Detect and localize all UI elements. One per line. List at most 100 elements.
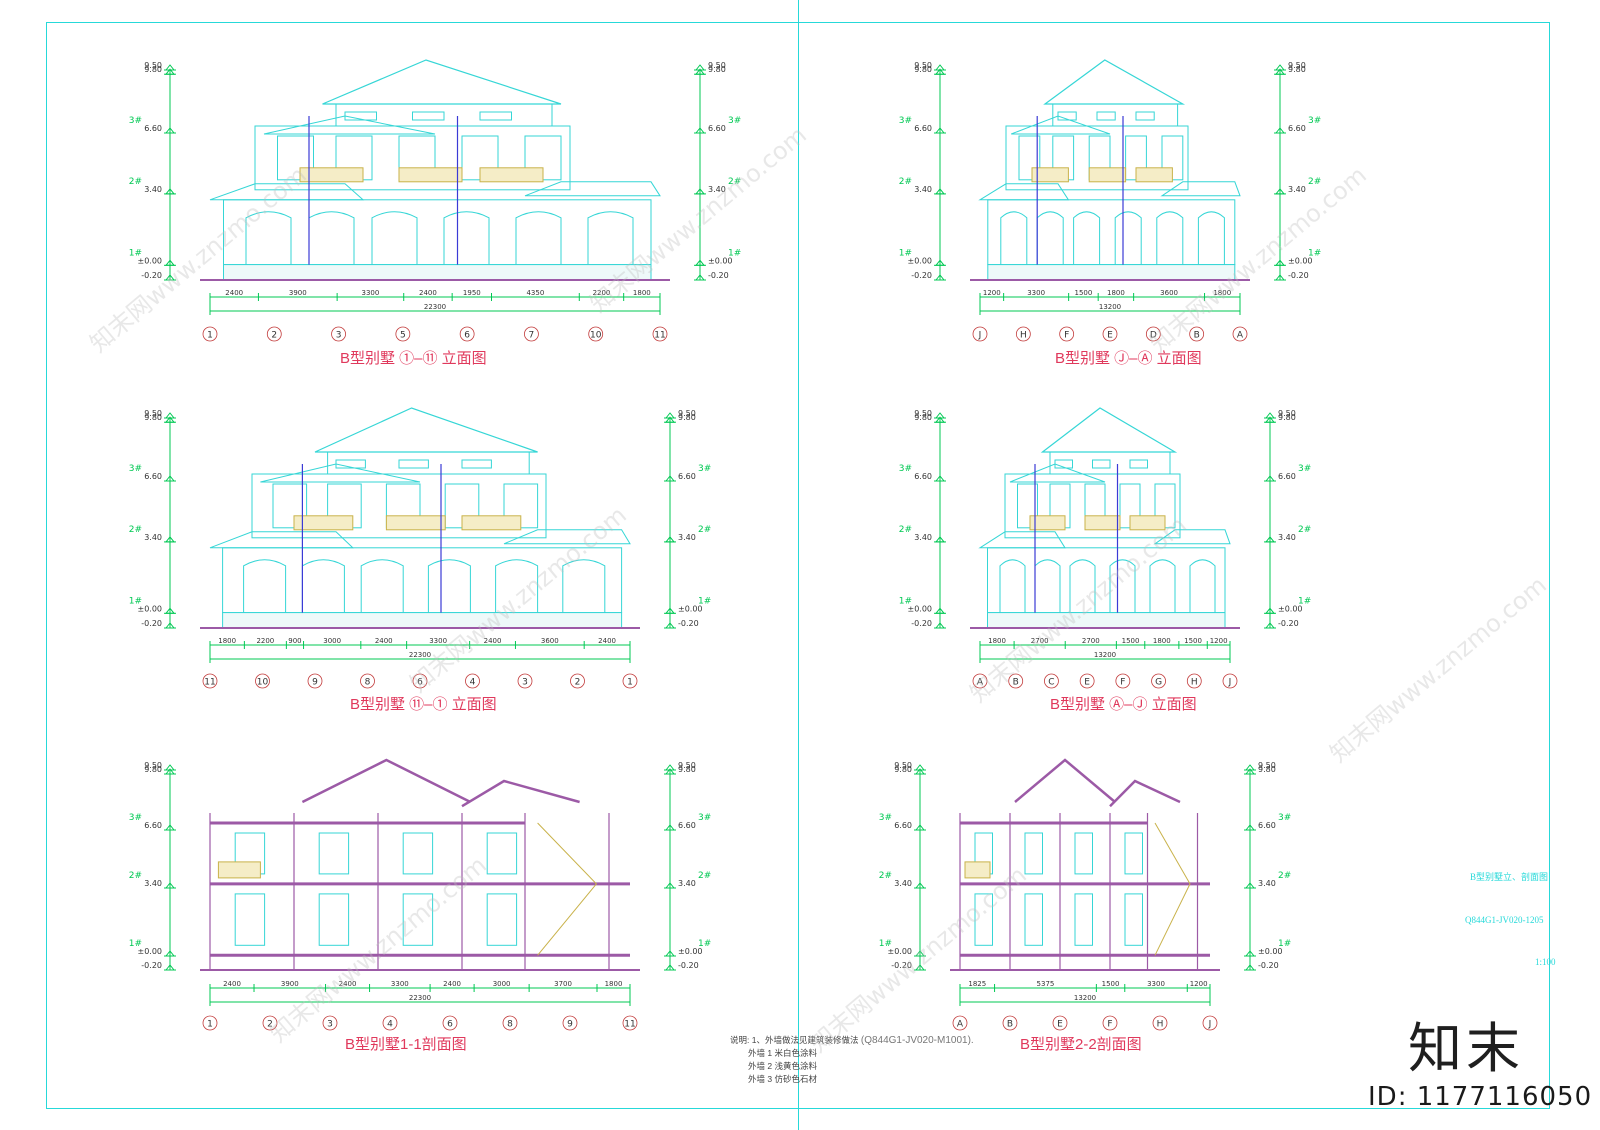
titleblock-drawing-name: B型别墅立、剖面图 xyxy=(1470,872,1549,882)
axis-bubble xyxy=(382,1015,398,1031)
axis-bubble xyxy=(360,673,375,689)
axis-label-p1: 6 xyxy=(464,331,470,341)
level-marker xyxy=(164,259,176,266)
level-label: 6.60 xyxy=(914,124,932,133)
axis-bubble xyxy=(255,673,270,689)
second-floor-wall xyxy=(1004,473,1181,539)
level-label: 9.80 xyxy=(914,413,932,422)
level-marker xyxy=(164,607,176,614)
plinth xyxy=(222,612,623,629)
axis-bubble xyxy=(952,1015,968,1031)
arched-opening xyxy=(999,559,1026,613)
level-label: 3.40 xyxy=(144,185,162,194)
level-marker xyxy=(164,824,176,831)
notes-wall2: 外墙 2 浅黄色涂料 xyxy=(748,1061,817,1071)
level-marker xyxy=(164,950,176,957)
dimension-value: 1800 xyxy=(988,637,1006,645)
level-label: ±0.00 xyxy=(1258,947,1283,956)
garage-roof xyxy=(1160,181,1241,197)
level-marker xyxy=(914,950,926,957)
floor-label: 1# xyxy=(129,939,142,949)
dimension-value: 5375 xyxy=(1037,980,1055,988)
level-label: 3.40 xyxy=(144,879,162,888)
main-roof xyxy=(322,59,562,105)
panel-title-elevation-a-j: B型别墅 Ⓐ–Ⓙ 立面图 xyxy=(1050,696,1197,713)
axis-bubble xyxy=(395,326,411,342)
level-label: 6.60 xyxy=(708,124,726,133)
dimension-value: 2700 xyxy=(1031,637,1049,645)
notes-wall1: 外墙 1 米白色涂料 xyxy=(748,1048,817,1058)
level-marker xyxy=(914,824,926,831)
resource-id: ID: 1177116050 xyxy=(1368,1082,1593,1112)
level-label: 3.40 xyxy=(678,879,696,888)
dimension-total: 13200 xyxy=(1099,303,1121,311)
dimension-value: 1800 xyxy=(1107,289,1125,297)
dimension-value: 1200 xyxy=(1190,980,1208,988)
dimension-value: 3000 xyxy=(493,980,511,988)
axis-bubble xyxy=(1015,326,1031,342)
axis-bubble xyxy=(1189,326,1205,342)
axis-label-p6: F xyxy=(1107,1020,1112,1030)
axis-bubble xyxy=(562,1015,578,1031)
level-label: 9.80 xyxy=(144,65,162,74)
level-marker xyxy=(934,274,946,281)
level-marker xyxy=(914,964,926,971)
dimension-value: 3300 xyxy=(362,289,380,297)
dimension-total: 13200 xyxy=(1074,994,1096,1002)
level-marker xyxy=(664,416,676,423)
level-marker xyxy=(914,768,926,775)
dimension-value: 2200 xyxy=(593,289,611,297)
dimension-value: 1800 xyxy=(218,637,236,645)
floor-label: 2# xyxy=(129,177,142,187)
window xyxy=(402,893,434,946)
section-roof-right xyxy=(461,779,580,808)
axis-bubble xyxy=(972,326,988,342)
axis-label-p3: 8 xyxy=(365,678,371,688)
axis-label-p5: 9 xyxy=(567,1020,573,1030)
window xyxy=(1124,893,1143,946)
axis-label-p1: 3 xyxy=(336,331,342,341)
axis-label-p1: 11 xyxy=(654,331,665,341)
dimension-value: 1500 xyxy=(1074,289,1092,297)
general-notes: 说明: 1、外墙做法见建筑装修做法 (Q844G1-JV020-M1001). … xyxy=(730,1034,974,1086)
dimension-value: 2400 xyxy=(375,637,393,645)
axis-label-p4: J xyxy=(1228,678,1232,688)
balcony-railing xyxy=(964,861,991,879)
balcony-railing xyxy=(385,515,446,531)
floor-label: 2# xyxy=(698,871,711,881)
floor-label: 2# xyxy=(129,871,142,881)
level-label: ±0.00 xyxy=(907,256,932,265)
axis-bubble xyxy=(465,673,480,689)
level-marker xyxy=(934,188,946,195)
level-marker xyxy=(164,764,176,771)
floor-label: 2# xyxy=(698,525,711,535)
axis-label-p6: E xyxy=(1057,1020,1063,1030)
axis-bubble xyxy=(442,1015,458,1031)
notes-prefix: 说明: xyxy=(730,1035,750,1045)
axis-label-p2: E xyxy=(1107,331,1113,341)
axis-label-p2: H xyxy=(1020,331,1027,341)
axis-bubble xyxy=(459,326,475,342)
first-floor-wall xyxy=(223,199,652,266)
axis-label-p5: 1 xyxy=(207,1020,213,1030)
window xyxy=(1129,459,1148,469)
level-label: 9.80 xyxy=(144,765,162,774)
level-marker xyxy=(164,536,176,543)
window xyxy=(1018,135,1041,181)
axis-bubble xyxy=(972,673,988,689)
level-marker xyxy=(664,950,676,957)
dimension-value: 1825 xyxy=(968,980,986,988)
dimension-value: 3300 xyxy=(1027,289,1045,297)
level-label: 9.80 xyxy=(1258,765,1276,774)
level-label: -0.20 xyxy=(678,619,699,628)
balcony-railing xyxy=(1129,515,1166,531)
first-floor-wall xyxy=(222,547,623,614)
axis-label-p3: 9 xyxy=(312,678,318,688)
arched-opening xyxy=(245,211,292,265)
level-label: 6.60 xyxy=(894,821,912,830)
level-marker xyxy=(1244,764,1256,771)
axis-bubble xyxy=(524,326,539,342)
main-roof xyxy=(314,407,538,453)
section-roof-right xyxy=(1109,779,1181,808)
axis-bubble xyxy=(1102,326,1118,342)
